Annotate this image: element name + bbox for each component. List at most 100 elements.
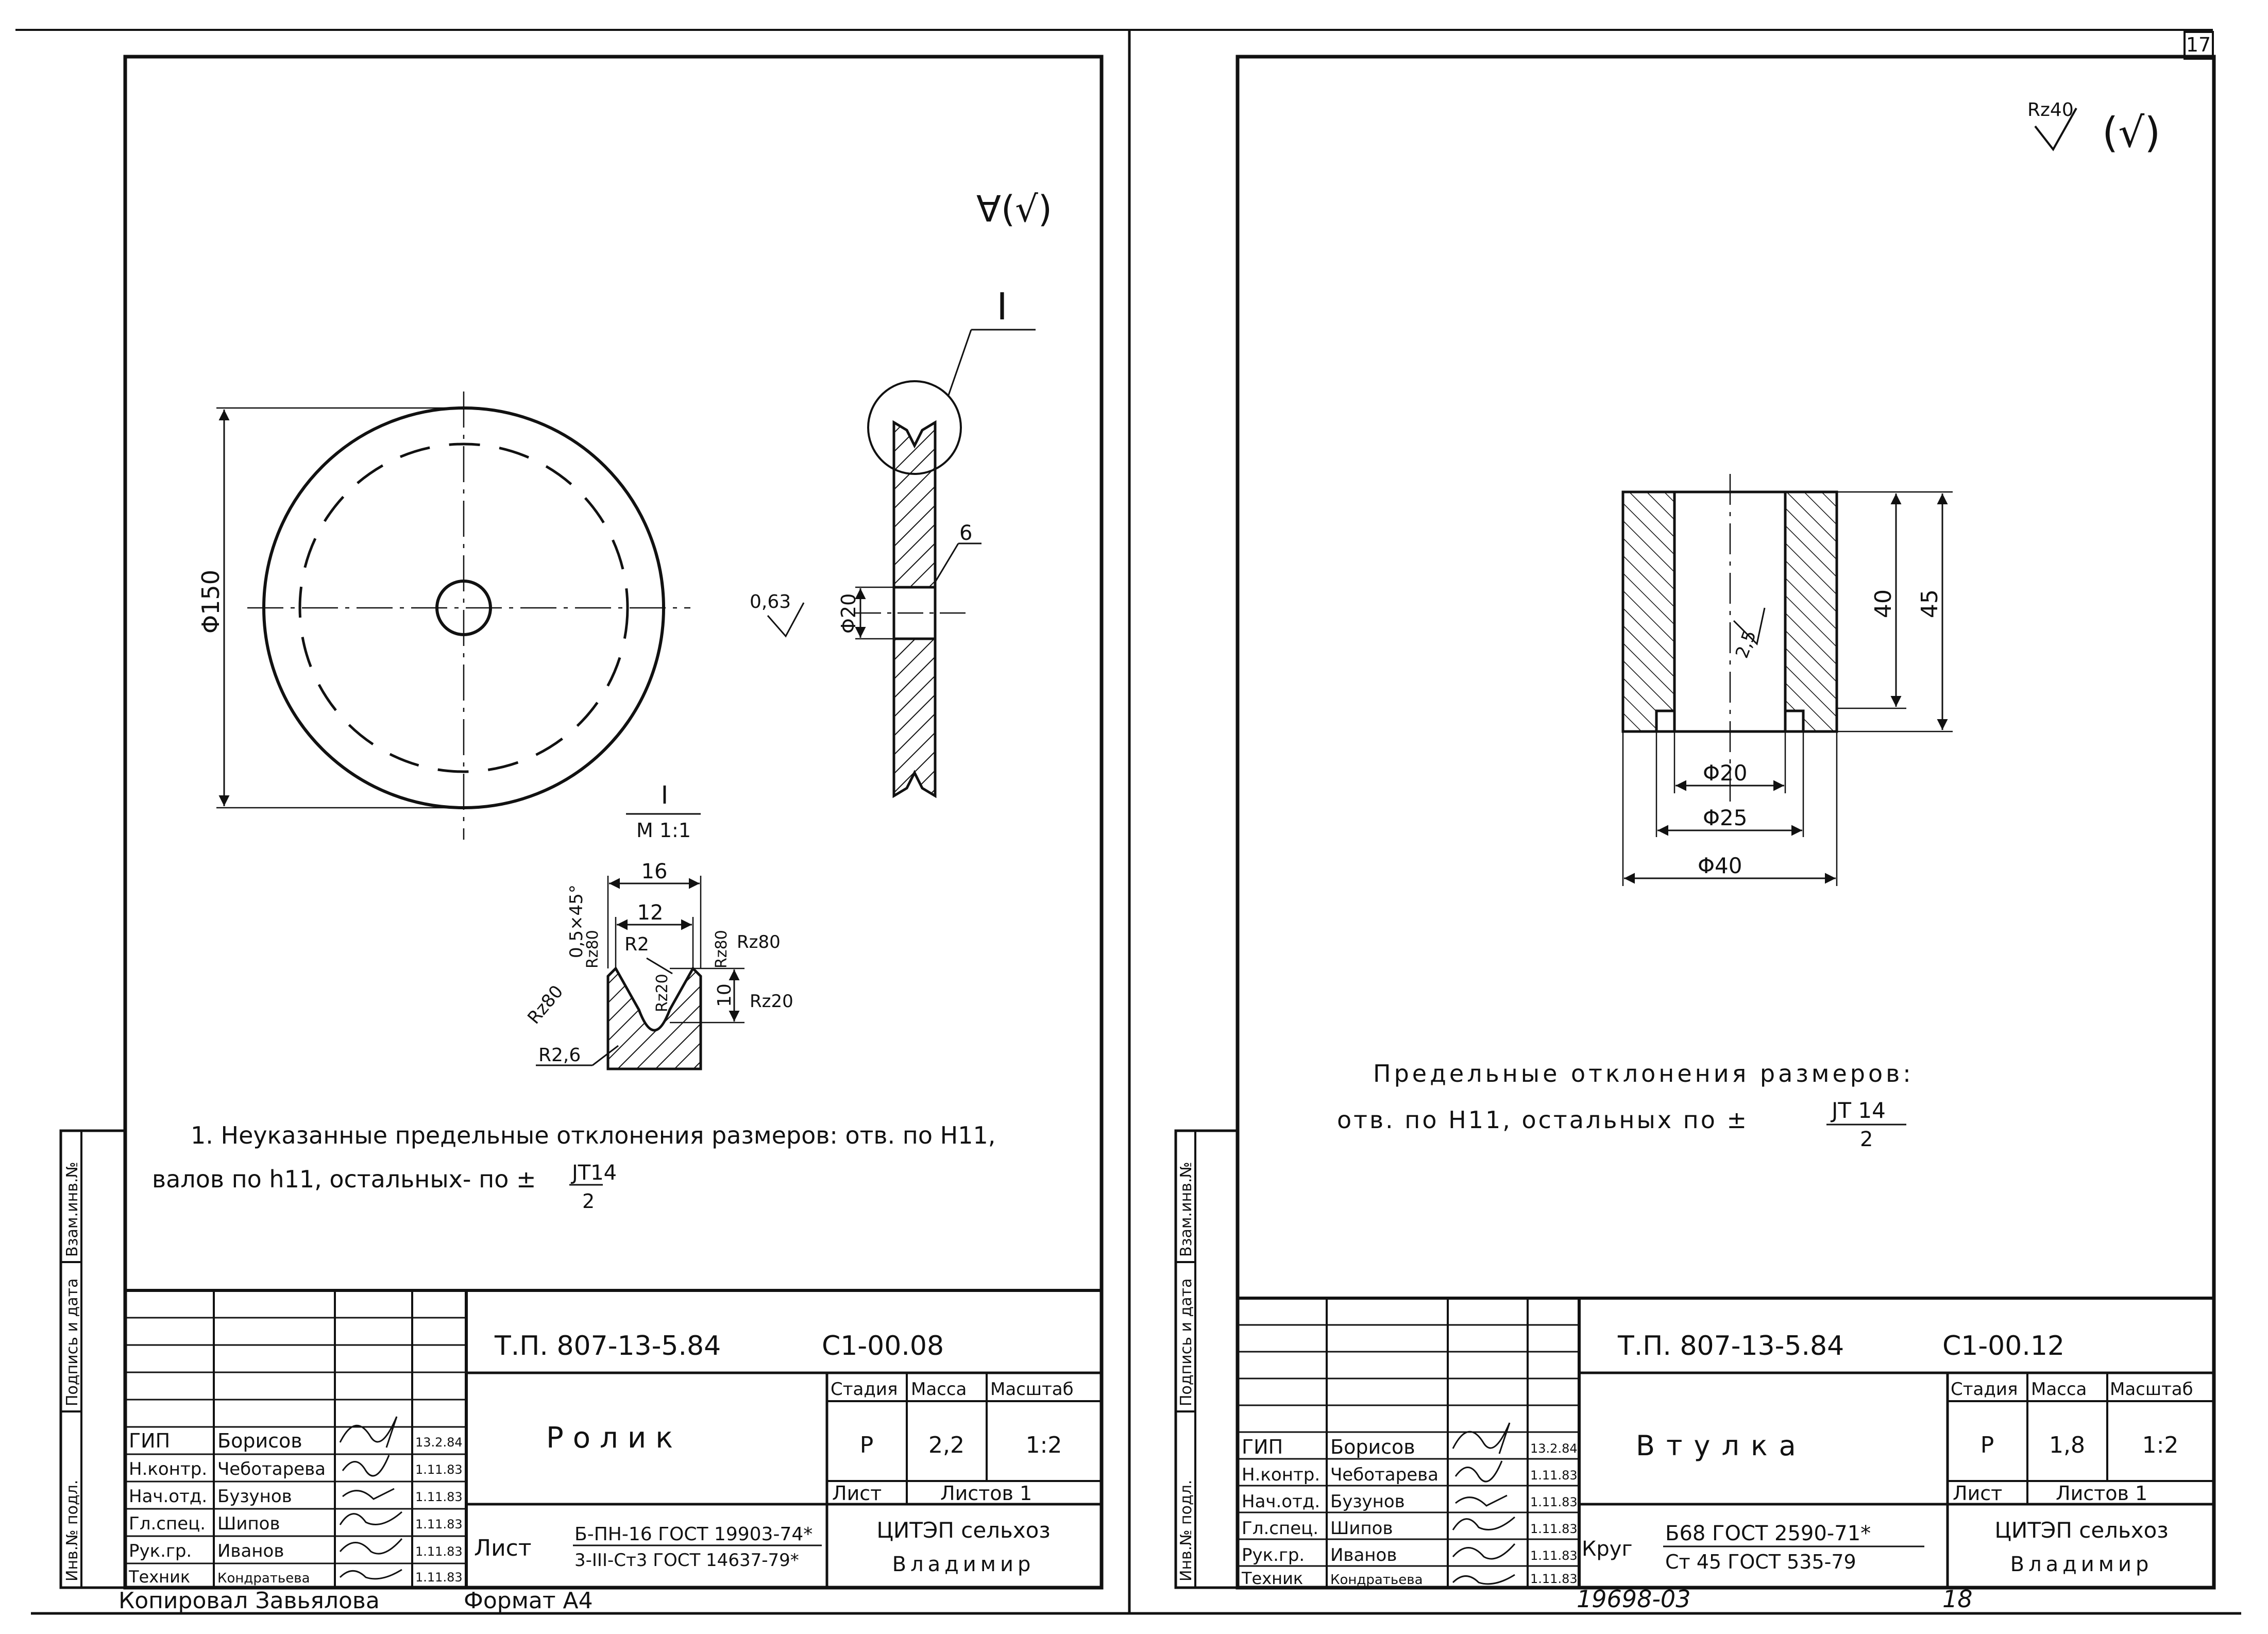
left-note-line2: валов по h11, остальных- по ± bbox=[152, 1165, 536, 1193]
left-sheet-label: Лист bbox=[832, 1482, 882, 1505]
left-title: Ролик bbox=[546, 1421, 682, 1455]
archive-suffix: 18 bbox=[1942, 1585, 1973, 1613]
rz80-d: Rz80 bbox=[523, 981, 567, 1028]
side-label-sign: Подпись и дата bbox=[63, 1279, 81, 1407]
staff-name: Борисов bbox=[217, 1429, 302, 1452]
dim-45: 45 bbox=[1917, 589, 1943, 618]
rough-25: 2,5 bbox=[1732, 628, 1761, 661]
left-material-prefix: Лист bbox=[474, 1535, 532, 1561]
right-material-line2: Ст 45 ГОСТ 535-79 bbox=[1665, 1551, 1856, 1573]
right-title-block bbox=[1238, 1297, 2214, 1588]
staff-date: 1.11.83 bbox=[1530, 1468, 1578, 1483]
left-stage: Р bbox=[860, 1432, 874, 1458]
staff-role: ГИП bbox=[129, 1429, 170, 1452]
dim-dia40: Φ40 bbox=[1698, 853, 1742, 878]
format-label: Формат А4 bbox=[464, 1588, 593, 1614]
dim-width6: 6 bbox=[959, 521, 972, 545]
right-stage: Р bbox=[1981, 1432, 1994, 1458]
rz80-b: Rz80 bbox=[713, 930, 731, 968]
right-material-line1: Б68 ГОСТ 2590-71* bbox=[1665, 1522, 1871, 1545]
left-material-line1: Б-ПН-16 ГОСТ 19903-74* bbox=[574, 1524, 813, 1545]
staff-date: 1.11.83 bbox=[1530, 1572, 1578, 1586]
rz20-b: Rz20 bbox=[653, 974, 671, 1012]
staff-date: 13.2.84 bbox=[415, 1435, 463, 1450]
staff-name: Чеботарева bbox=[217, 1459, 326, 1479]
left-surface-mark: ∀(√) bbox=[976, 188, 1052, 230]
staff-date: 1.11.83 bbox=[415, 1544, 463, 1559]
roller-front-view: Φ150 bbox=[197, 392, 690, 840]
right-org-line1: ЦИТЭП сельхоз bbox=[1994, 1518, 2168, 1543]
staff-date: 1.11.83 bbox=[415, 1462, 463, 1477]
staff-date: 13.2.84 bbox=[1530, 1441, 1578, 1456]
staff-date: 1.11.83 bbox=[415, 1517, 463, 1531]
groove-detail: 16 12 R2 R2,6 10 Rz20 Rz20 Rz80 Rz80 Rz8… bbox=[523, 860, 793, 1070]
staff-name: Кондратьева bbox=[1330, 1572, 1423, 1588]
left-sheets-label: Листов 1 bbox=[940, 1482, 1032, 1505]
left-note-line1: 1. Неуказанные предельные отклонения раз… bbox=[191, 1121, 995, 1149]
side-label-vzam: Взам.инв.№ bbox=[1177, 1162, 1195, 1257]
staff-date: 1.11.83 bbox=[1530, 1495, 1578, 1509]
side-label-vzam: Взам.инв.№ bbox=[63, 1162, 81, 1257]
right-signatures bbox=[1452, 1422, 1516, 1585]
staff-date: 1.11.83 bbox=[1530, 1522, 1578, 1536]
staff-role: Нач.отд. bbox=[129, 1486, 207, 1507]
rough-063: 0,63 bbox=[750, 591, 791, 612]
staff-date: 1.11.83 bbox=[415, 1490, 463, 1504]
staff-name: Чеботарева bbox=[1330, 1465, 1438, 1485]
left-staff-table: ГИП Борисов 13.2.84 Н.контр. Чеботарева … bbox=[128, 1429, 463, 1587]
left-title-block bbox=[125, 1289, 1102, 1588]
right-staff-table: ГИП Борисов 13.2.84 Н.контр. Чеботарева … bbox=[1241, 1436, 1578, 1588]
detail-scale: М 1:1 bbox=[636, 819, 691, 842]
dim-r2: R2 bbox=[624, 934, 649, 955]
left-doc-code: Т.П. 807-13-5.84 bbox=[494, 1331, 721, 1361]
rz80-c: Rz80 bbox=[584, 930, 602, 968]
rz80-a: Rz80 bbox=[737, 932, 781, 952]
detail-caption: I bbox=[661, 781, 668, 810]
archive-number: 19698-03 bbox=[1577, 1585, 1690, 1613]
left-stage-label: Стадия bbox=[831, 1379, 898, 1400]
staff-role: Н.контр. bbox=[129, 1459, 207, 1479]
dim-dia20-right: Φ20 bbox=[1703, 760, 1748, 786]
right-surface-paren: (√) bbox=[2102, 109, 2160, 157]
dim-dia150: Φ150 bbox=[197, 570, 225, 634]
sheet-number: 17 bbox=[2186, 33, 2211, 56]
roller-side-section: I 6 Φ20 0,63 bbox=[750, 285, 1036, 798]
staff-name: Иванов bbox=[217, 1541, 284, 1561]
right-sheet-label: Лист bbox=[1953, 1482, 2002, 1505]
dim-10: 10 bbox=[714, 983, 735, 1007]
side-label-inv: Инв.№ подл. bbox=[63, 1480, 81, 1581]
staff-role: ГИП bbox=[1242, 1436, 1283, 1458]
staff-name: Борисов bbox=[1330, 1436, 1415, 1458]
right-title: Втулка bbox=[1636, 1429, 1807, 1462]
right-material-prefix: Круг bbox=[1582, 1537, 1632, 1561]
dim-dia20: Φ20 bbox=[837, 593, 860, 634]
dim-16: 16 bbox=[641, 860, 668, 883]
right-org-line2: Владимир bbox=[2010, 1553, 2153, 1576]
left-material-line2: 3-III-Ст3 ГОСТ 14637-79* bbox=[574, 1550, 799, 1571]
staff-role: Техник bbox=[1241, 1569, 1303, 1588]
right-scale: 1:2 bbox=[2142, 1432, 2179, 1458]
left-note-frac-num: JT14 bbox=[570, 1161, 617, 1185]
dim-12: 12 bbox=[637, 901, 664, 925]
staff-name: Бузунов bbox=[1330, 1491, 1405, 1512]
staff-role: Техник bbox=[128, 1567, 190, 1587]
bushing-section: 40 45 2,5 Φ20 Φ25 Φ40 bbox=[1621, 474, 1953, 886]
staff-role: Рук.гр. bbox=[129, 1541, 192, 1561]
right-doc-num: С1-00.12 bbox=[1942, 1331, 2064, 1361]
right-note-frac-den: 2 bbox=[1860, 1128, 1873, 1151]
dim-dia25: Φ25 bbox=[1703, 805, 1748, 830]
left-scale-label: Масштаб bbox=[990, 1379, 1074, 1400]
side-label-inv: Инв.№ подл. bbox=[1177, 1480, 1195, 1581]
staff-name: Иванов bbox=[1330, 1545, 1397, 1565]
staff-role: Гл.спец. bbox=[129, 1513, 206, 1534]
left-signatures bbox=[339, 1416, 403, 1580]
left-org-line2: Владимир bbox=[892, 1553, 1035, 1576]
right-mass-label: Масса bbox=[2031, 1379, 2087, 1400]
staff-date: 1.11.83 bbox=[1530, 1548, 1578, 1563]
sheet-frame bbox=[15, 29, 2241, 1615]
right-surface-mark: Rz40 bbox=[2027, 99, 2074, 121]
right-doc-code: Т.П. 807-13-5.84 bbox=[1617, 1331, 1844, 1361]
right-note-line2: отв. по Н11, остальных по ± bbox=[1337, 1106, 1749, 1134]
left-doc-num: С1-00.08 bbox=[822, 1331, 944, 1361]
